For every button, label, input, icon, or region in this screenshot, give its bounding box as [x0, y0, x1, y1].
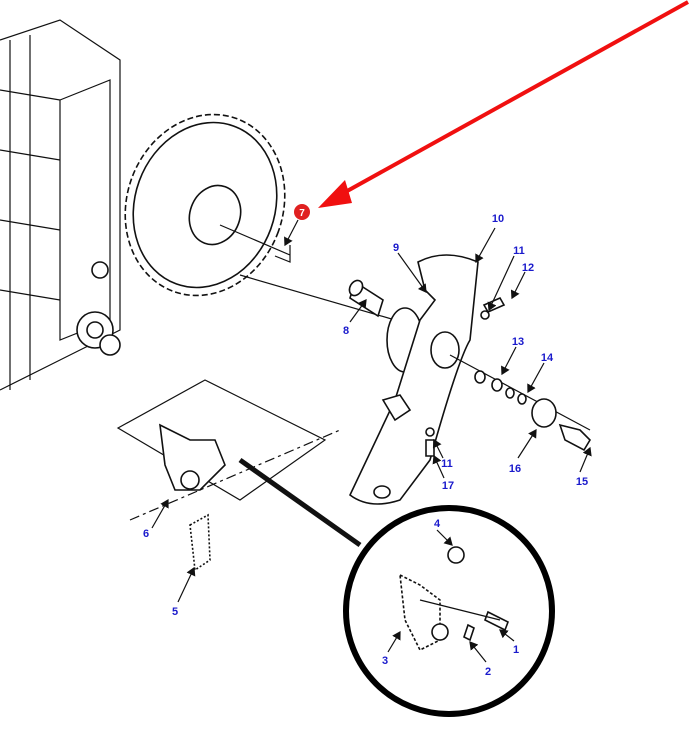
detail-magnifier: [343, 505, 555, 717]
callout-5[interactable]: 5: [172, 606, 178, 618]
pin: [348, 279, 384, 318]
leader-lines: [151, 227, 592, 663]
callout-labels: 1 2 3 4 5 6 8 9 10 11 12 13 14 15 16 11 …: [143, 213, 588, 678]
callout-1[interactable]: 1: [513, 644, 519, 656]
callout-16[interactable]: 16: [509, 463, 521, 475]
marker-label: 7: [299, 208, 305, 219]
magnifier-leader: [238, 457, 362, 548]
callout-11-lower[interactable]: 11: [441, 458, 453, 470]
callout-6[interactable]: 6: [143, 528, 149, 540]
callout-8[interactable]: 8: [343, 325, 349, 337]
callout-11[interactable]: 11: [513, 245, 525, 257]
callout-3[interactable]: 3: [382, 655, 388, 667]
callout-17[interactable]: 17: [442, 480, 454, 492]
callout-4[interactable]: 4: [434, 518, 441, 530]
callout-10[interactable]: 10: [492, 213, 504, 225]
highlight-marker[interactable]: 7: [284, 204, 310, 247]
callout-2[interactable]: 2: [485, 666, 491, 678]
sprocket: [124, 113, 291, 297]
callout-15[interactable]: 15: [576, 476, 588, 488]
pointer-arrow: [318, 0, 689, 208]
callout-13[interactable]: 13: [512, 336, 524, 348]
machine-frame: [0, 19, 121, 391]
callout-12[interactable]: 12: [522, 262, 534, 274]
lever: [348, 254, 479, 505]
callout-9[interactable]: 9: [393, 242, 399, 254]
callout-14[interactable]: 14: [541, 352, 554, 364]
cam-assembly: [116, 379, 341, 572]
